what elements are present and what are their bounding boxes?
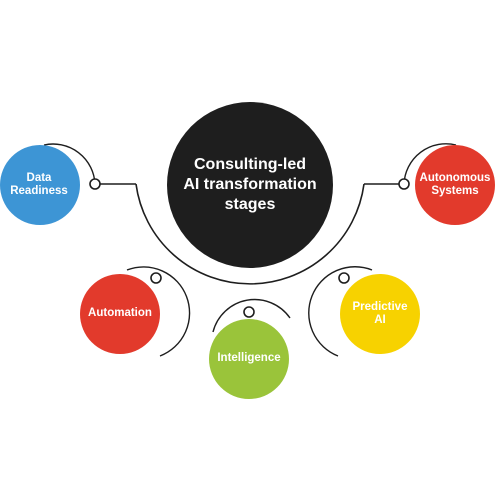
- stage-data-readiness: [0, 143, 101, 225]
- stage-automation: [80, 266, 191, 357]
- connector-arc: [135, 183, 365, 285]
- connector-dot: [398, 178, 410, 190]
- connector-dot: [150, 272, 162, 284]
- stage-autonomous-systems: [398, 143, 495, 225]
- stage-outline-arc: [212, 298, 291, 333]
- stage-circle: [340, 274, 420, 354]
- stage-circle: [0, 145, 80, 225]
- connector-dot: [89, 178, 101, 190]
- stage-outline-arc: [308, 266, 373, 357]
- stage-circle: [209, 319, 289, 399]
- stage-circle: [415, 145, 495, 225]
- stage-outline-arc: [43, 143, 96, 185]
- connector-dot: [338, 272, 350, 284]
- stage-predictive-ai: [308, 266, 420, 357]
- connector-dot: [243, 306, 255, 318]
- stage-intelligence: [209, 298, 291, 399]
- stage-outline-arc: [126, 266, 191, 357]
- stage-outline-arc: [403, 143, 457, 185]
- stage-circle: [80, 274, 160, 354]
- center-circle: [167, 102, 333, 268]
